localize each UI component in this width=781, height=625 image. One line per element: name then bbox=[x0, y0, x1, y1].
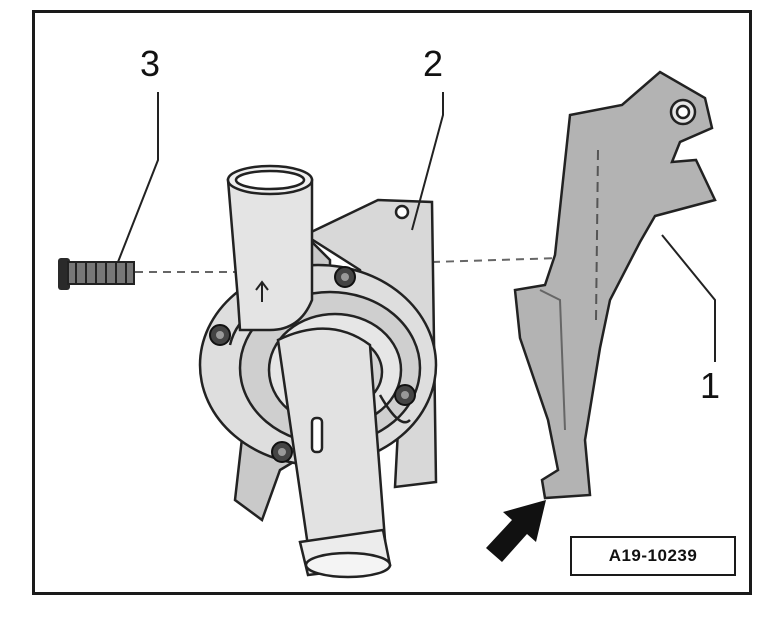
callout-part-3: 3 bbox=[140, 43, 161, 84]
flow-arrow-icon bbox=[255, 280, 269, 302]
leader-lines bbox=[117, 92, 716, 362]
assembly-line bbox=[135, 257, 561, 273]
coolant-pump-icon bbox=[198, 164, 438, 579]
bracket-icon bbox=[513, 70, 717, 500]
callout-part-1: 1 bbox=[700, 365, 721, 406]
callout-part-2: 2 bbox=[423, 43, 444, 84]
arrow-icon bbox=[486, 500, 546, 562]
figure-id-label: A19-10239 bbox=[570, 536, 736, 576]
bolt-icon bbox=[58, 258, 135, 290]
